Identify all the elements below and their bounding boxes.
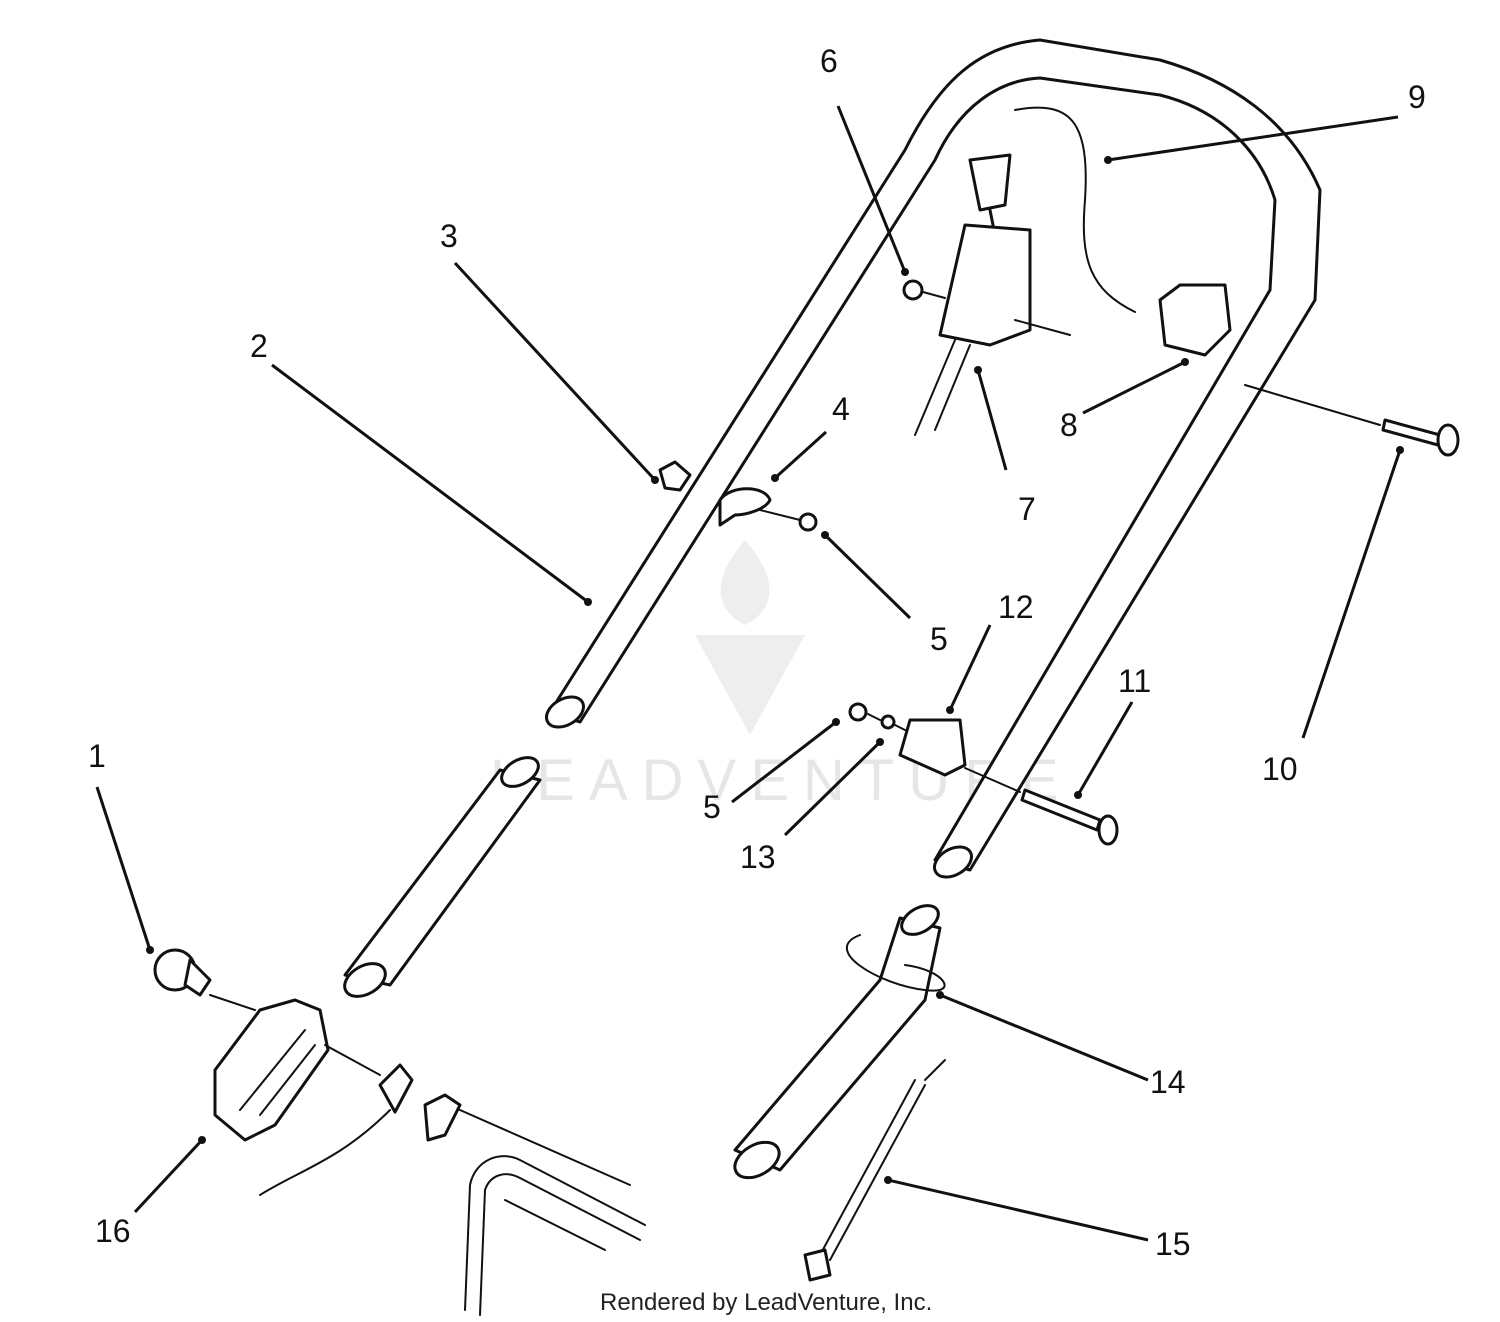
callout-14: 14 xyxy=(1150,1064,1186,1100)
watermark: LEADVENTURE xyxy=(490,540,1059,813)
leader-line xyxy=(453,261,657,482)
leader-dot xyxy=(1181,358,1189,366)
part-3-bolt xyxy=(658,460,692,492)
callout-10: 10 xyxy=(1262,751,1298,787)
part-15-rod xyxy=(803,1059,946,1282)
leader-dot xyxy=(901,268,909,276)
leader-dot xyxy=(1104,156,1112,164)
part-4-cable-clip xyxy=(718,487,772,527)
leader-line xyxy=(1082,360,1186,415)
part-16-bracket xyxy=(213,998,381,1142)
leader-dot xyxy=(198,1136,206,1144)
callout-13: 13 xyxy=(740,839,776,875)
leader-dot xyxy=(1396,446,1404,454)
watermark-v-icon xyxy=(695,635,805,735)
callout-9: 9 xyxy=(1408,79,1426,115)
leader-line xyxy=(1107,115,1399,162)
leader-line xyxy=(271,363,589,604)
callout-7: 7 xyxy=(1018,491,1036,527)
callout-4: 4 xyxy=(832,391,850,427)
leader-line xyxy=(1076,701,1134,796)
leader-line xyxy=(1301,449,1402,739)
leader-line xyxy=(939,993,1149,1082)
leader-line xyxy=(783,740,882,837)
leader-line xyxy=(976,369,1008,471)
leader-line xyxy=(836,105,907,273)
leader-line xyxy=(731,720,837,804)
leader-dot xyxy=(821,531,829,539)
part-13-washer xyxy=(880,714,896,730)
leader-line xyxy=(773,430,828,480)
callout-3: 3 xyxy=(440,218,458,254)
part-5-nut-lower xyxy=(848,702,868,722)
upper-handle xyxy=(545,38,1322,879)
callout-16: 16 xyxy=(95,1213,131,1249)
callout-2: 2 xyxy=(250,328,268,364)
lower-cable-assembly xyxy=(259,1063,646,1316)
part-7-throttle-control xyxy=(914,153,1071,436)
leader-dot xyxy=(771,474,779,482)
leader-dot xyxy=(584,598,592,606)
callout-11: 11 xyxy=(1118,663,1151,699)
lower-handle-left xyxy=(343,756,542,998)
part-11-bolt xyxy=(964,767,1119,846)
leader-dot xyxy=(876,738,884,746)
leader-dot xyxy=(936,991,944,999)
leader-line xyxy=(948,624,992,711)
callout-15: 15 xyxy=(1155,1226,1191,1262)
part-1-knob xyxy=(153,948,256,1011)
callout-leaders xyxy=(95,105,1404,1242)
part-14-wire-ring xyxy=(845,934,946,992)
leader-dot xyxy=(832,718,840,726)
callout-5-upper: 5 xyxy=(930,621,948,657)
lower-handle-right xyxy=(733,904,942,1180)
callout-5-lower: 5 xyxy=(703,789,721,825)
leader-line xyxy=(887,1178,1149,1242)
leader-dot xyxy=(146,946,154,954)
leader-line xyxy=(823,533,912,620)
leader-dot xyxy=(651,476,659,484)
leader-dot xyxy=(1074,791,1082,799)
leader-line xyxy=(133,1138,204,1214)
watermark-flame-icon xyxy=(720,540,770,625)
leader-dot xyxy=(974,366,982,374)
leader-line xyxy=(95,786,152,951)
callout-12: 12 xyxy=(998,589,1034,625)
callout-6: 6 xyxy=(820,43,838,79)
leader-dot xyxy=(884,1176,892,1184)
part-8-switch xyxy=(1158,283,1232,357)
part-5-nut-upper xyxy=(798,512,818,532)
callout-1: 1 xyxy=(88,738,106,774)
part-9-cable xyxy=(1014,106,1136,313)
leader-dot xyxy=(946,706,954,714)
callout-8: 8 xyxy=(1060,407,1078,443)
part-10-bolt xyxy=(1244,384,1460,457)
footer-credit: Rendered by LeadVenture, Inc. xyxy=(600,1289,932,1316)
part-6-nut xyxy=(902,279,924,301)
part-12-spacer xyxy=(898,718,967,777)
